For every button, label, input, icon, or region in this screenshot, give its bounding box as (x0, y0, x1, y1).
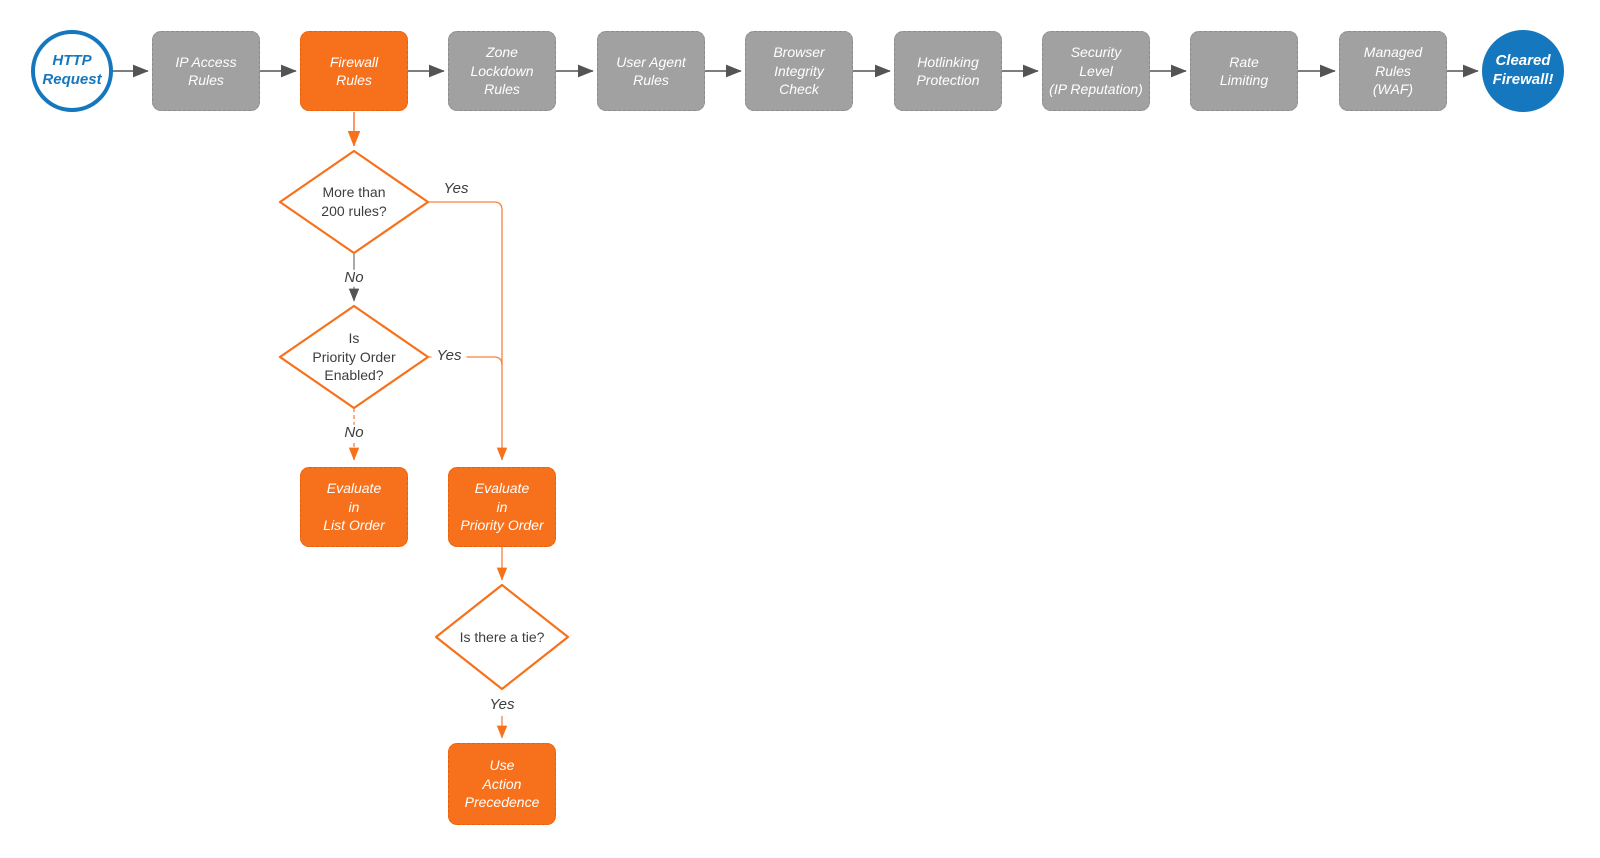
decision-priority-order-enabled-shape (278, 304, 430, 410)
node-user-agent-rules: User Agent Rules (597, 31, 705, 111)
edge-label-priority-enabled-yes: Yes (431, 347, 467, 365)
node-managed-rules-waf: Managed Rules (WAF) (1339, 31, 1447, 111)
edge-200rules-yes-to-priority-order (428, 201, 508, 461)
node-hotlinking-protection: Hotlinking Protection (894, 31, 1002, 111)
node-zone-lockdown-rules: Zone Lockdown Rules (448, 31, 556, 111)
edge-priority-enabled-yes-join (428, 356, 503, 366)
node-rate-limiting: Rate Limiting (1190, 31, 1298, 111)
edge-label-200rules-no: No (339, 269, 369, 287)
node-cleared-firewall: Cleared Firewall! (1482, 30, 1564, 112)
decision-is-there-a-tie-shape (434, 583, 570, 691)
node-http-request: HTTP Request (31, 30, 113, 112)
node-firewall-rules: Firewall Rules (300, 31, 408, 111)
edge-label-tie-yes: Yes (484, 696, 520, 714)
node-use-action-precedence: Use Action Precedence (448, 743, 556, 825)
decision-more-than-200-rules-shape (278, 149, 430, 255)
node-evaluate-in-list-order: Evaluate in List Order (300, 467, 408, 547)
edge-label-priority-enabled-no: No (339, 424, 369, 442)
edge-label-200rules-yes: Yes (438, 180, 474, 198)
node-browser-integrity-check: Browser Integrity Check (745, 31, 853, 111)
node-ip-access-rules: IP Access Rules (152, 31, 260, 111)
node-evaluate-in-priority-order: Evaluate in Priority Order (448, 467, 556, 547)
node-security-level-ip-reputation: Security Level (IP Reputation) (1042, 31, 1150, 111)
